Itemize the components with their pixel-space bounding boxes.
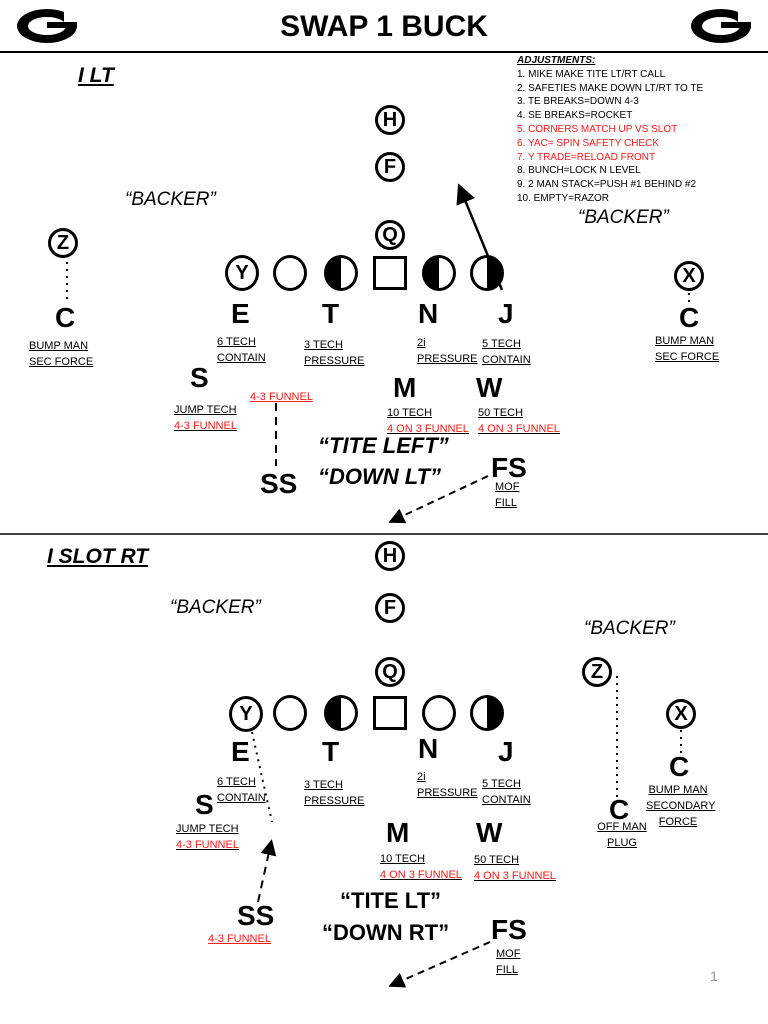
fs-bottom-arrow xyxy=(388,941,491,988)
player-z: Z xyxy=(48,228,78,258)
defender-c: C xyxy=(669,751,690,782)
defender-t: T xyxy=(322,736,340,767)
lineman-icon xyxy=(273,255,307,291)
adjustment-item: 4. SE BREAKS=ROCKET xyxy=(517,110,633,122)
defender-ss: SS xyxy=(237,900,275,931)
center-square-icon xyxy=(373,256,407,290)
formation-title: I LT xyxy=(78,64,114,87)
g-logo-right xyxy=(691,9,754,43)
player-f: F xyxy=(375,593,405,623)
defender-ss: SS xyxy=(260,468,298,499)
player-h: H xyxy=(375,541,405,571)
adjustment-item: 7. Y TRADE=RELOAD FRONT xyxy=(517,151,656,163)
adjustment-item: 9. 2 MAN STACK=PUSH #1 BEHIND #2 xyxy=(517,179,697,191)
defender-n: N xyxy=(418,733,439,764)
backer-label: “BACKER” xyxy=(170,597,261,618)
adjustment-item: 2. SAFETIES MAKE DOWN LT/RT TO TE xyxy=(517,82,704,94)
backer-label: “BACKER” xyxy=(125,189,216,210)
ss-assignment: 4-3 FUNNEL xyxy=(250,391,313,403)
defender-t: T xyxy=(322,298,340,329)
player-f: F xyxy=(375,152,405,182)
defender-s: S xyxy=(195,789,214,820)
adjustment-item: 5. CORNERS MATCH UP VS SLOT xyxy=(517,123,678,135)
adjustments-heading: ADJUSTMENTS: xyxy=(517,55,596,66)
adjustment-item: 10. EMPTY=RAZOR xyxy=(517,192,609,204)
coverage-call: “DOWN LT” xyxy=(318,464,442,489)
player-x: X xyxy=(666,699,696,729)
defender-n: N xyxy=(418,298,439,329)
adjustment-item: 1. MIKE MAKE TITE LT/RT CALL xyxy=(517,68,666,80)
player-y: Y xyxy=(225,255,259,291)
adjustment-item: 8. BUNCH=LOCK N LEVEL xyxy=(517,165,641,177)
player-x: X xyxy=(674,261,704,291)
page-number: 1 xyxy=(710,968,718,984)
g-logo-left xyxy=(17,9,80,43)
ss-assignment: 4-3 FUNNEL xyxy=(208,933,271,945)
player-q: Q xyxy=(375,657,405,687)
half-filled-lineman-icon xyxy=(422,255,456,291)
front-call: “TITE LT” xyxy=(340,888,442,913)
lineman-icon xyxy=(422,695,456,731)
player-h: H xyxy=(375,105,405,135)
adjustment-item: 3. TE BREAKS=DOWN 4-3 xyxy=(517,96,639,108)
defender-j: J xyxy=(498,736,514,767)
y-dotted xyxy=(251,731,273,823)
defender-s: S xyxy=(190,362,209,393)
defender-m: M xyxy=(393,372,417,403)
defender-w: W xyxy=(476,372,503,403)
backer-label: “BACKER” xyxy=(578,207,669,228)
fs-top-arrow xyxy=(388,475,489,524)
defender-j: J xyxy=(498,298,514,329)
defender-e: E xyxy=(231,298,250,329)
adjustment-item: 6. YAC= SPIN SAFETY CHECK xyxy=(517,137,659,149)
defender-c: C xyxy=(55,302,76,333)
defender-c: C xyxy=(679,302,700,333)
adjustments-list: ADJUSTMENTS: 1. MIKE MAKE TITE LT/RT CAL… xyxy=(517,54,703,206)
player-z: Z xyxy=(582,657,612,687)
center-square-icon xyxy=(373,696,407,730)
defender-e: E xyxy=(231,736,250,767)
half-filled-lineman-icon xyxy=(470,255,504,291)
defender-fs: FS xyxy=(491,452,527,483)
defender-c: C xyxy=(609,794,630,825)
half-filled-lineman-icon xyxy=(324,695,358,731)
front-call: “TITE LEFT” xyxy=(318,433,449,458)
lineman-icon xyxy=(273,695,307,731)
half-filled-lineman-icon xyxy=(324,255,358,291)
defender-w: W xyxy=(476,817,503,848)
defender-fs: FS xyxy=(491,914,527,945)
half-filled-lineman-icon xyxy=(470,695,504,731)
backer-label: “BACKER” xyxy=(584,618,675,639)
coverage-call: “DOWN RT” xyxy=(322,920,450,945)
player-q: Q xyxy=(375,220,405,250)
page-title: SWAP 1 BUCK xyxy=(280,10,488,43)
player-y: Y xyxy=(229,696,263,732)
defender-m: M xyxy=(386,817,410,848)
ss-bottom-arrow xyxy=(257,839,277,903)
formation-title: I SLOT RT xyxy=(47,545,149,568)
